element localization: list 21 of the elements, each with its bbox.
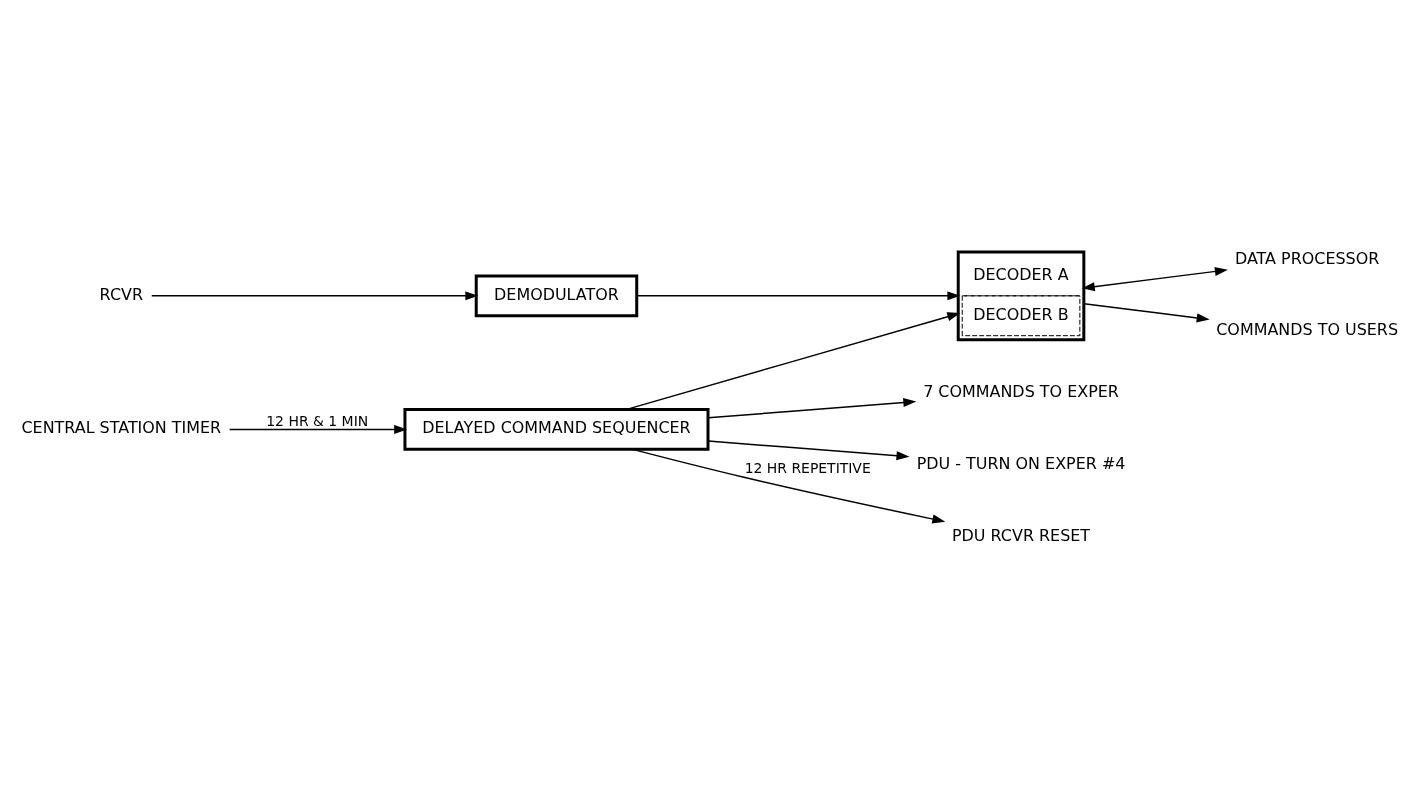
node-text: DATA PROCESSOR bbox=[1234, 248, 1380, 268]
node-box: DELAYED COMMAND SEQUENCER bbox=[403, 407, 710, 451]
arrow bbox=[1081, 266, 1228, 292]
edge-label: 12 HR REPETITIVE bbox=[744, 460, 871, 477]
arrow bbox=[1083, 302, 1210, 323]
node-text: PDU - TURN ON EXPER #4 bbox=[916, 454, 1126, 474]
arrow bbox=[228, 424, 408, 434]
arrow bbox=[636, 291, 961, 301]
arrow bbox=[151, 291, 479, 301]
node-text: 7 COMMANDS TO EXPER bbox=[923, 382, 1119, 402]
node-text: RCVR bbox=[99, 284, 144, 304]
arrow bbox=[631, 448, 946, 524]
node-text: COMMANDS TO USERS bbox=[1216, 320, 1399, 340]
node-box: DEMODULATOR bbox=[474, 274, 639, 318]
node-text: PDU RCVR RESET bbox=[951, 525, 1091, 545]
arrow bbox=[626, 312, 961, 411]
edge-label: 12 HR & 1 MIN bbox=[266, 412, 369, 429]
arrow bbox=[707, 398, 917, 419]
node-text: CENTRAL STATION TIMER bbox=[21, 418, 222, 438]
node-box: DECODER A DECODER B bbox=[956, 250, 1086, 342]
arrow bbox=[707, 440, 910, 461]
